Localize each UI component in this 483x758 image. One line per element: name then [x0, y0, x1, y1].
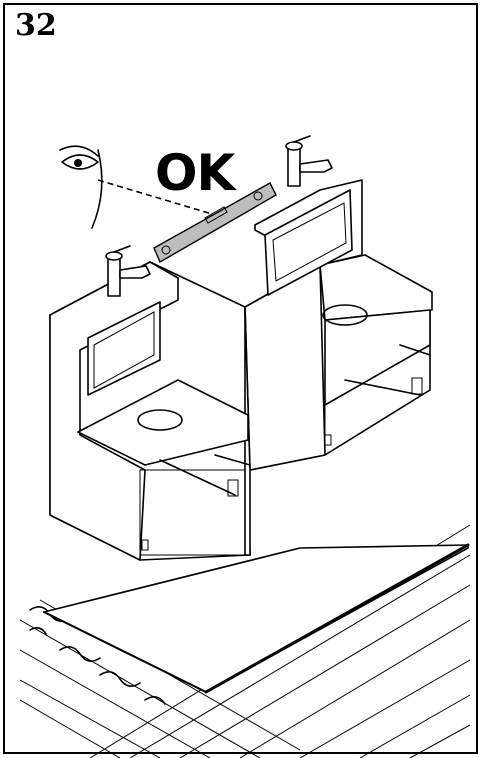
spirit-level-icon: [153, 182, 277, 264]
sink-cabinet-icon: [49, 179, 433, 561]
faucet-icon: [105, 135, 333, 297]
sight-line: [97, 179, 213, 215]
eye-icon: [59, 145, 103, 229]
step-number: 32: [15, 8, 57, 43]
ok-label: OK: [155, 144, 235, 202]
